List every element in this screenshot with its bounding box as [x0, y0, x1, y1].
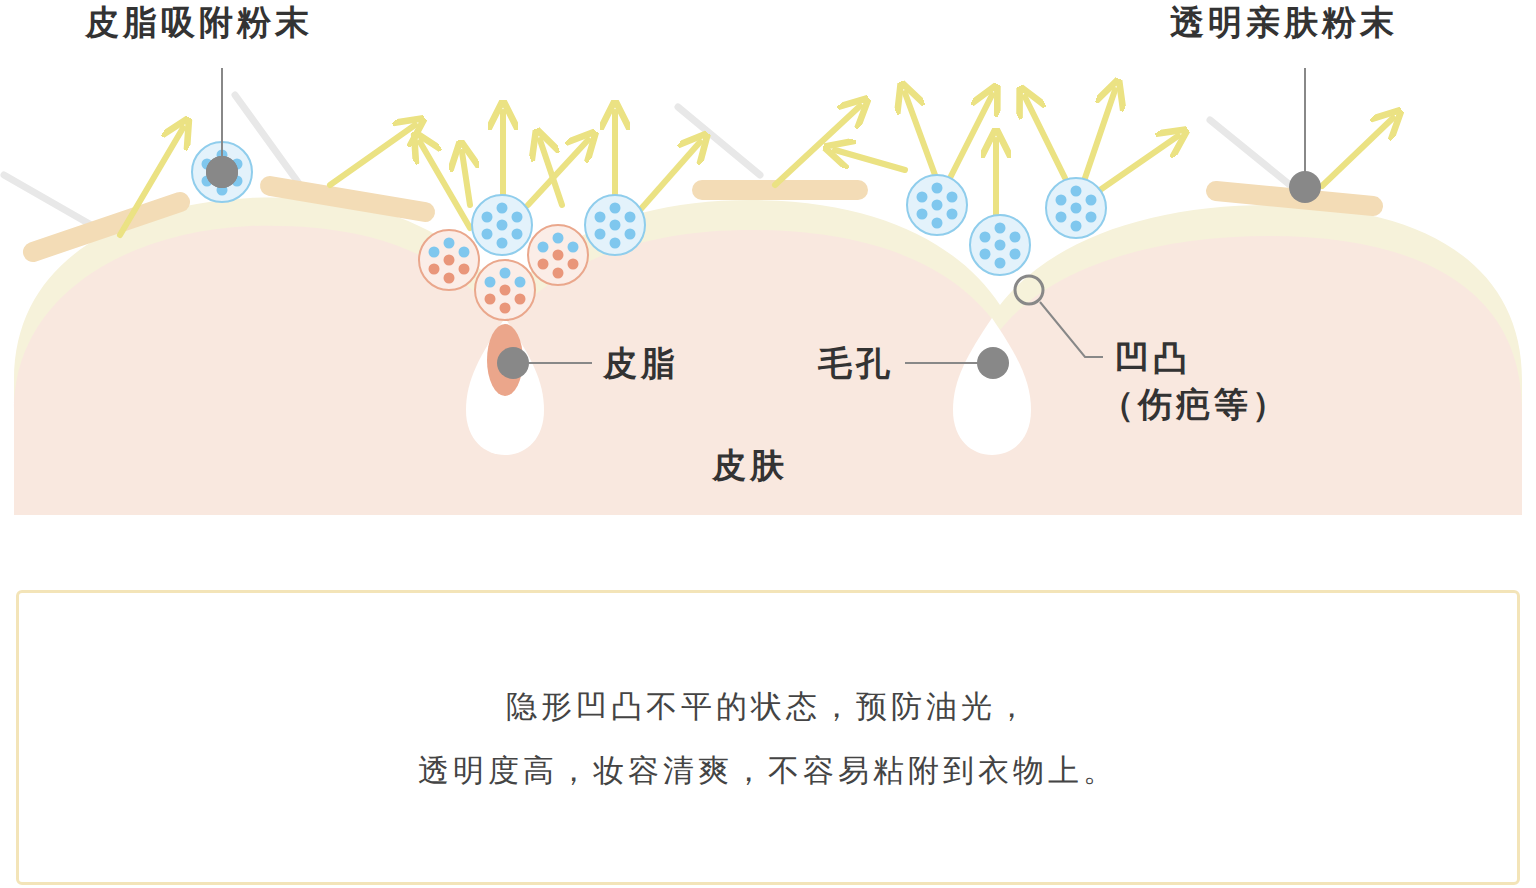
- light-arrow: [462, 152, 470, 205]
- pore: [953, 318, 1031, 455]
- transparent-powder: [970, 215, 1030, 275]
- caption-text: 隐形凹凸不平的状态，预防油光， 透明度高，妆容清爽，不容易粘附到衣物上。: [418, 674, 1118, 802]
- part-label: 皮脂: [603, 343, 679, 384]
- part-label: 皮肤: [712, 445, 788, 486]
- part-label: 凹凸: [1115, 338, 1191, 379]
- transparent-powder: [907, 175, 967, 235]
- sebum-powder: [528, 225, 588, 285]
- transparent-powder: [1046, 178, 1106, 238]
- light-arrow: [1100, 136, 1178, 190]
- light-arrow: [993, 140, 999, 215]
- part-label: （伤疤等）: [1100, 384, 1290, 425]
- light-arrow: [1085, 90, 1115, 178]
- light-arrow: [905, 93, 935, 175]
- light-arrow: [1025, 97, 1065, 178]
- light-arrow: [612, 112, 618, 195]
- pore: [466, 318, 544, 455]
- light-arrow: [330, 125, 415, 185]
- caption-box: 隐形凹凸不平的状态，预防油光， 透明度高，妆容清爽，不容易粘附到衣物上。: [16, 590, 1520, 885]
- light-arrow: [640, 142, 700, 210]
- scar-marker: [1015, 276, 1043, 304]
- light-arrow: [420, 142, 470, 228]
- light-arrow: [775, 106, 860, 185]
- leader-lines: [222, 68, 1305, 363]
- light-arrow: [120, 128, 183, 235]
- light-arrow: [950, 95, 992, 178]
- light-arrow: [500, 112, 506, 195]
- part-label: 毛孔: [818, 343, 894, 384]
- marker: [206, 156, 238, 188]
- epidermis: [14, 198, 1522, 515]
- sebum-powder: [419, 230, 479, 290]
- light-arrow: [528, 140, 588, 205]
- dermis: [14, 226, 1522, 515]
- transparent-powder: [472, 195, 532, 255]
- particles: [192, 142, 1106, 320]
- light-arrow: [1322, 118, 1393, 186]
- transparent-powder: [585, 195, 645, 255]
- powder-label: 皮脂吸附粉末: [85, 2, 313, 43]
- reflected-light: [120, 90, 1393, 235]
- powder-label: 透明亲肤粉末: [1170, 2, 1398, 43]
- light-arrow: [835, 150, 905, 170]
- text-line: 透明度高，妆容清爽，不容易粘附到衣物上。: [418, 738, 1118, 802]
- text-line: 隐形凹凸不平的状态，预防油光，: [418, 674, 1118, 738]
- sebum-powder: [475, 260, 535, 320]
- light-arrow: [540, 140, 562, 205]
- markers: [206, 156, 1321, 379]
